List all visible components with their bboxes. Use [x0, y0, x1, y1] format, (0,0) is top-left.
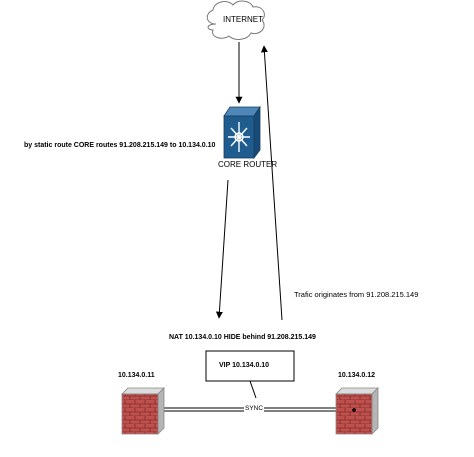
router-label: CORE ROUTER — [218, 160, 278, 169]
firewall-left-icon — [121, 387, 165, 435]
traffic-origin-note: Trafic originates from 91.208.215.149 — [294, 290, 419, 299]
router-icon — [223, 105, 261, 160]
vip-pointer-line — [249, 380, 257, 399]
sync-label: SYNC — [244, 405, 265, 413]
nat-note: NAT 10.134.0.10 HIDE behind 91.208.215.1… — [169, 334, 316, 341]
vip-label: VIP 10.134.0.10 — [219, 362, 270, 369]
vip-box — [205, 350, 295, 382]
internet-label: INTERNET — [223, 15, 263, 24]
router-to-firewall-arrow — [215, 179, 229, 319]
firewall-right-icon — [335, 387, 379, 435]
firewall-right-ip: 10.134.0.12 — [338, 372, 375, 379]
firewall-left-ip: 10.134.0.11 — [118, 372, 155, 379]
return-traffic-arrow — [260, 45, 283, 321]
internet-cloud-icon — [206, 0, 265, 40]
static-route-note: by static route CORE routes 91.208.215.1… — [24, 142, 216, 149]
